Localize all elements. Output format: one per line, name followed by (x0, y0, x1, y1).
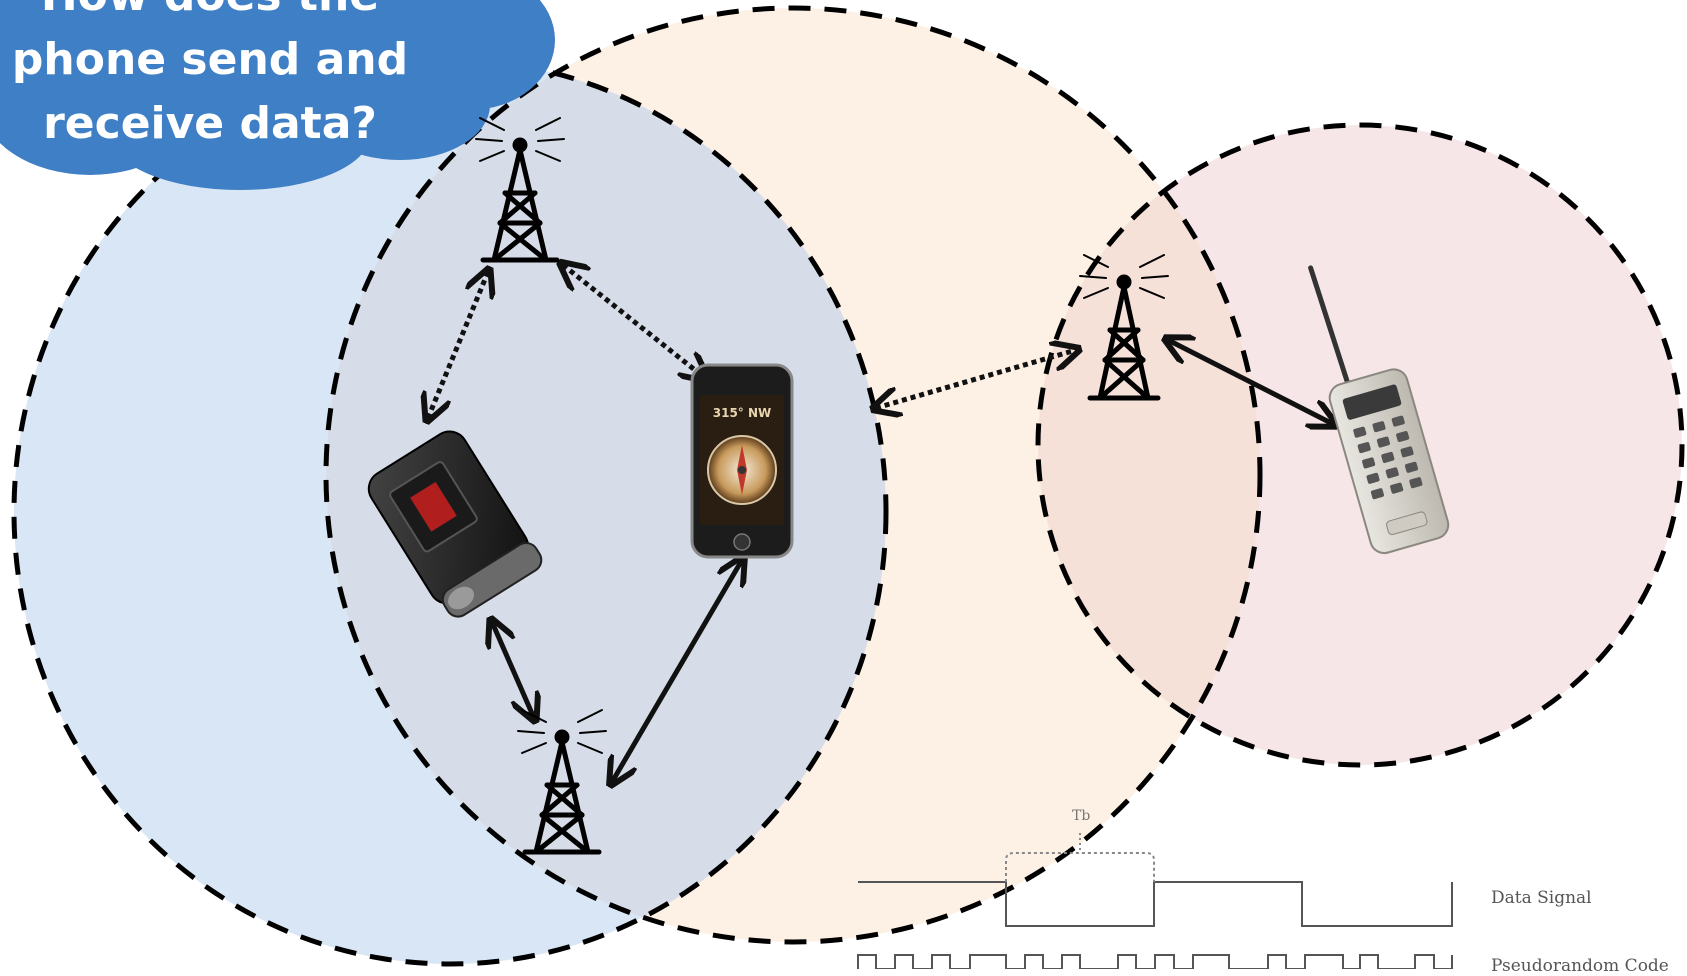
cloud-line-1: How does the (0, 0, 420, 28)
compass-app-icon (707, 435, 777, 505)
tb-label: Tb (1072, 808, 1091, 824)
question-cloud (0, 0, 555, 190)
solid-link-flipphone-tower2 (492, 622, 534, 718)
smartphone-icon: 315° NW (690, 363, 794, 559)
tower-icon (475, 117, 565, 263)
cloud-line-2: phone send and (11, 34, 409, 85)
tower-icon (517, 709, 607, 855)
pseudorandom-code-label: Pseudorandom Code (1491, 956, 1669, 976)
pseudorandom-code-waveform (857, 954, 1453, 969)
data-signal-label: Data Signal (1491, 888, 1592, 908)
dotted-link-tower1-smartphone (563, 265, 705, 378)
brick-phone-icon (1308, 265, 1450, 555)
connection-arrows (428, 265, 1333, 782)
dotted-link-smartphone-tower3 (876, 350, 1076, 408)
solid-link-tower2-smartphone (612, 560, 742, 782)
flip-phone-icon (367, 430, 543, 618)
cloud-question-text: How does the phone send and receive data… (0, 0, 420, 156)
tower-icon (1079, 254, 1169, 401)
cloud-line-3: receive data? (43, 98, 377, 149)
spread-spectrum-signal-diagram (857, 833, 1453, 969)
pink-cell-border (1035, 122, 1685, 768)
peach-cell-border (323, 5, 1263, 945)
solid-link-tower3-brickphone (1168, 340, 1333, 424)
svg-text:315° NW: 315° NW (713, 406, 772, 420)
bit-period-bracket (1005, 852, 1155, 882)
